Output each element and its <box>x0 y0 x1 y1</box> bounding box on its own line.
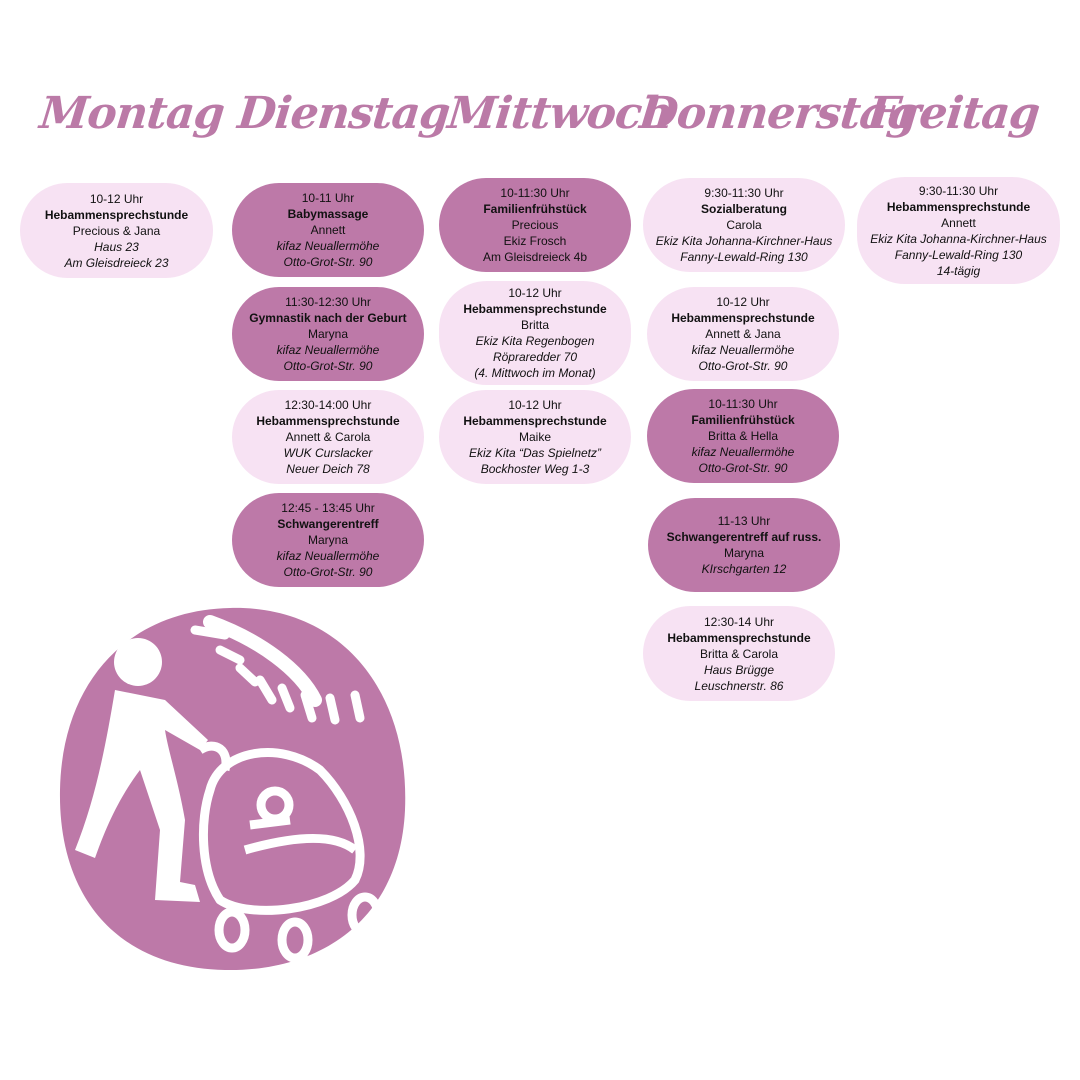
event-time: 11-13 Uhr <box>717 514 771 528</box>
event-time: 10-11:30 Uhr <box>708 397 778 411</box>
event-place: Haus Brügge <box>703 662 775 677</box>
event-title: Hebammensprechstunde <box>463 414 607 428</box>
event-place: Haus 23 <box>94 239 139 254</box>
event-people: Precious & Jana <box>72 223 161 238</box>
event-title: Schwangerentreff auf russ. <box>666 530 822 544</box>
event-time: 11:30-12:30 Uhr <box>285 295 371 309</box>
event-time: 10-12 Uhr <box>508 398 562 412</box>
event-people: Maryna <box>307 533 348 547</box>
event-address: Neuer Deich 78 <box>286 462 370 476</box>
event-title: Hebammensprechstunde <box>886 199 1031 214</box>
event-address: Otto-Grot-Str. 90 <box>698 359 788 373</box>
event-address: Fanny-Lewald-Ring 130 <box>894 247 1023 262</box>
event-place: WUK Curslacker <box>283 446 373 460</box>
event-people: Carola <box>726 218 762 232</box>
event-title: Familienfrühstück <box>691 413 795 427</box>
event-title: Hebammensprechstunde <box>256 414 400 428</box>
event-people: Annett <box>941 215 976 230</box>
event-time: 10-12 Uhr <box>89 191 144 206</box>
person-icon <box>75 638 208 902</box>
event-address: Am Gleisdreieck 23 <box>64 255 169 270</box>
event-time: 9:30-11:30 Uhr <box>704 186 784 200</box>
event-note: (4. Mittwoch im Monat) <box>474 366 596 380</box>
event-people: Britta & Hella <box>707 429 779 443</box>
event-people: Precious <box>511 218 559 232</box>
event-title: Sozialberatung <box>700 202 787 216</box>
event-time: 10-11:30 Uhr <box>500 186 570 200</box>
event-people: Annett <box>310 223 346 237</box>
event-time: 10-12 Uhr <box>716 295 770 309</box>
event-address: KIrschgarten 12 <box>701 562 787 576</box>
event-place: kifaz Neuallermöhe <box>276 549 380 563</box>
event-time: 12:30-14 Uhr <box>703 614 775 629</box>
parent-with-stroller-illustration <box>59 607 406 971</box>
stroller-icon <box>197 741 383 963</box>
sun-icon <box>190 615 365 725</box>
event-address: Fanny-Lewald-Ring 130 <box>680 250 808 264</box>
event-place: Ekiz Kita “Das Spielnetz” <box>468 446 602 460</box>
event-address: Otto-Grot-Str. 90 <box>283 255 373 269</box>
event-place: Ekiz Kita Johanna-Kirchner-Haus <box>655 234 833 248</box>
event-people: Annett & Jana <box>705 327 781 341</box>
event-place: Ekiz Kita Johanna-Kirchner-Haus <box>870 231 1047 246</box>
day-heading-montag: Montag <box>37 88 227 139</box>
event-title: Gymnastik nach der Geburt <box>249 311 407 325</box>
event-title: Babymassage <box>287 207 369 221</box>
event-people: Britta & Carola <box>699 646 779 661</box>
event-address: Otto-Grot-Str. 90 <box>283 359 373 373</box>
event-place: kifaz Neuallermöhe <box>691 445 795 459</box>
event-time: 12:45 - 13:45 Uhr <box>281 501 375 515</box>
event-title: Schwangerentreff <box>277 517 379 531</box>
event-time: 10-11 Uhr <box>301 191 355 205</box>
event-title: Hebammensprechstunde <box>667 630 811 645</box>
event-place: kifaz Neuallermöhe <box>691 343 795 357</box>
event-address: Am Gleisdreieck 4b <box>482 250 588 264</box>
event-address: Bockhoster Weg 1-3 <box>480 462 590 476</box>
event-people: Maryna <box>723 546 764 560</box>
event-place: kifaz Neuallermöhe <box>276 239 380 253</box>
event-time: 9:30-11:30 Uhr <box>918 183 999 198</box>
event-address: Leuschnerstr. 86 <box>694 678 784 693</box>
day-heading-mittwoch: Mittwoch <box>445 88 675 139</box>
day-heading-donnerstag: Donnerstag <box>637 88 920 139</box>
event-address: Otto-Grot-Str. 90 <box>283 565 373 579</box>
event-address: Röpraredder 70 <box>492 350 578 364</box>
event-time: 10-12 Uhr <box>508 286 562 300</box>
event-title: Hebammensprechstunde <box>44 207 189 222</box>
day-heading-dienstag: Dienstag <box>235 88 452 139</box>
event-note: 14-tägig <box>936 263 981 278</box>
event-place: kifaz Neuallermöhe <box>276 343 380 357</box>
day-heading-freitag: Freitag <box>865 88 1042 139</box>
event-place: Ekiz Frosch <box>503 234 567 248</box>
event-title: Hebammensprechstunde <box>463 302 607 316</box>
event-title: Hebammensprechstunde <box>671 311 815 325</box>
event-people: Britta <box>520 318 549 332</box>
event-address: Otto-Grot-Str. 90 <box>698 461 788 475</box>
event-people: Maike <box>518 430 551 444</box>
event-title: Familienfrühstück <box>483 202 587 216</box>
event-people: Maryna <box>307 327 348 341</box>
event-time: 12:30-14:00 Uhr <box>284 398 372 412</box>
event-people: Annett & Carola <box>285 430 371 444</box>
event-place: Ekiz Kita Regenbogen <box>475 334 595 348</box>
